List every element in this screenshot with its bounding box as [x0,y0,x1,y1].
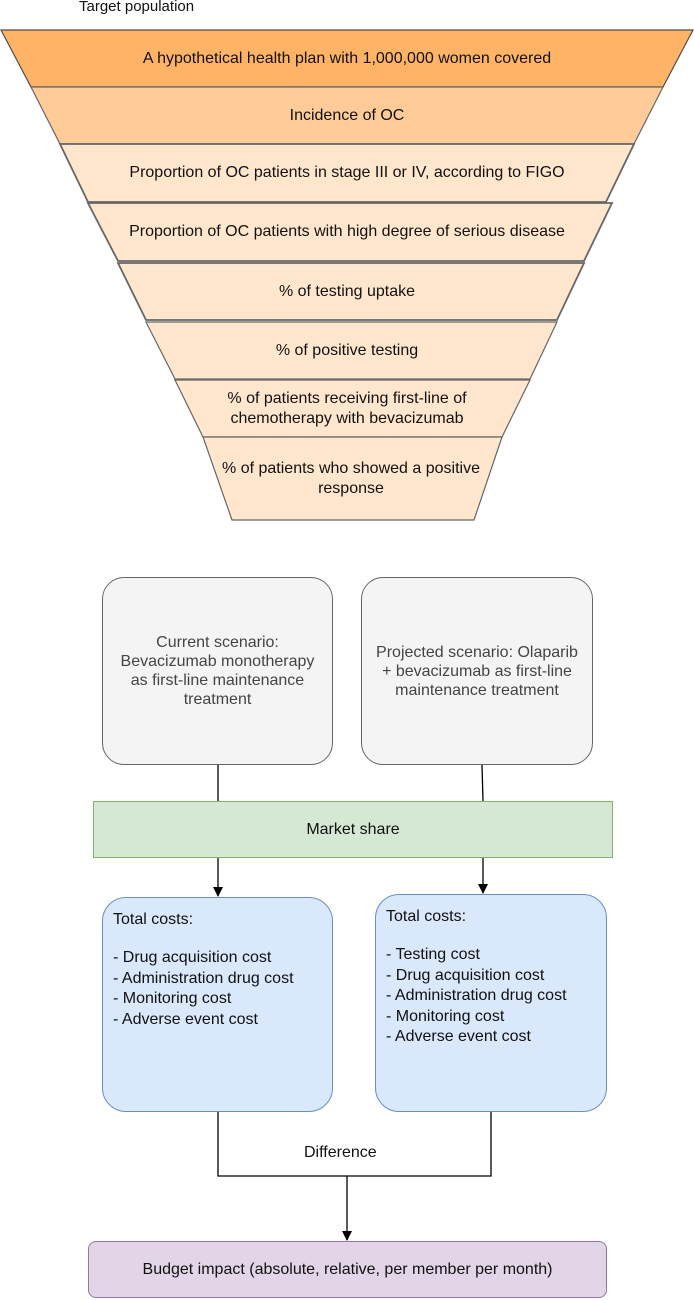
connectors [213,764,492,1241]
funnel-layer-3-label: Proportion of OC patients in stage III o… [129,164,565,181]
market-share-box: Market share [93,801,613,858]
cost-item: - Administration drug cost [386,987,567,1004]
funnel-layer-8-label: % of patients who showed a positive resp… [222,460,480,497]
funnel-layer-6-label: % of positive testing [275,341,419,359]
funnel-layers [0,29,694,521]
cost-item: - Monitoring cost [113,990,232,1007]
total-costs-current-title: Total costs: [113,911,194,928]
total-costs-projected-box: Total costs: - Testing cost - Drug acqui… [375,894,607,1112]
cost-item: - Testing cost [386,946,480,963]
funnel-layer-4 [86,202,614,262]
funnel-layer-7-label: % of patients receiving first-line of ch… [227,389,467,427]
cost-item: - Adverse event cost [386,1028,531,1045]
total-costs-projected-title: Total costs: [386,908,467,925]
funnel-layer-1-label: A hypothetical health plan with 1,000,00… [142,49,552,67]
funnel-layer-4-label: Proportion of OC patients with high degr… [129,223,565,240]
funnel-layer-6 [145,321,558,380]
current-scenario-box: Current scenario: Bevacizumab monotherap… [102,577,333,765]
cost-item: - Adverse event cost [113,1010,258,1028]
cost-item: - Administration drug cost [113,969,294,987]
funnel-layer-5-label: % of testing uptake [278,282,416,300]
total-costs-current-box: Total costs: - Drug acquisition cost - A… [102,897,333,1112]
cost-item: - Drug acquisition cost [113,949,272,966]
connector-difference [217,1112,492,1177]
cost-item: - Drug acquisition cost [386,966,545,984]
cost-item: - Monitoring cost [386,1007,505,1025]
funnel-layer-8 [202,436,503,521]
funnel-layer-3 [58,143,636,203]
connector-projected-to-market [481,764,484,802]
projected-scenario-box: Projected scenario: Olaparib + bevacizum… [361,577,593,765]
funnel-layer-2-label: Incidence of OC [289,106,405,124]
difference-label: Difference [304,1144,377,1161]
funnel-layer-5 [116,262,586,321]
target-population-label: Target population [79,0,195,15]
budget-impact-box: Budget impact (absolute, relative, per m… [88,1241,607,1298]
